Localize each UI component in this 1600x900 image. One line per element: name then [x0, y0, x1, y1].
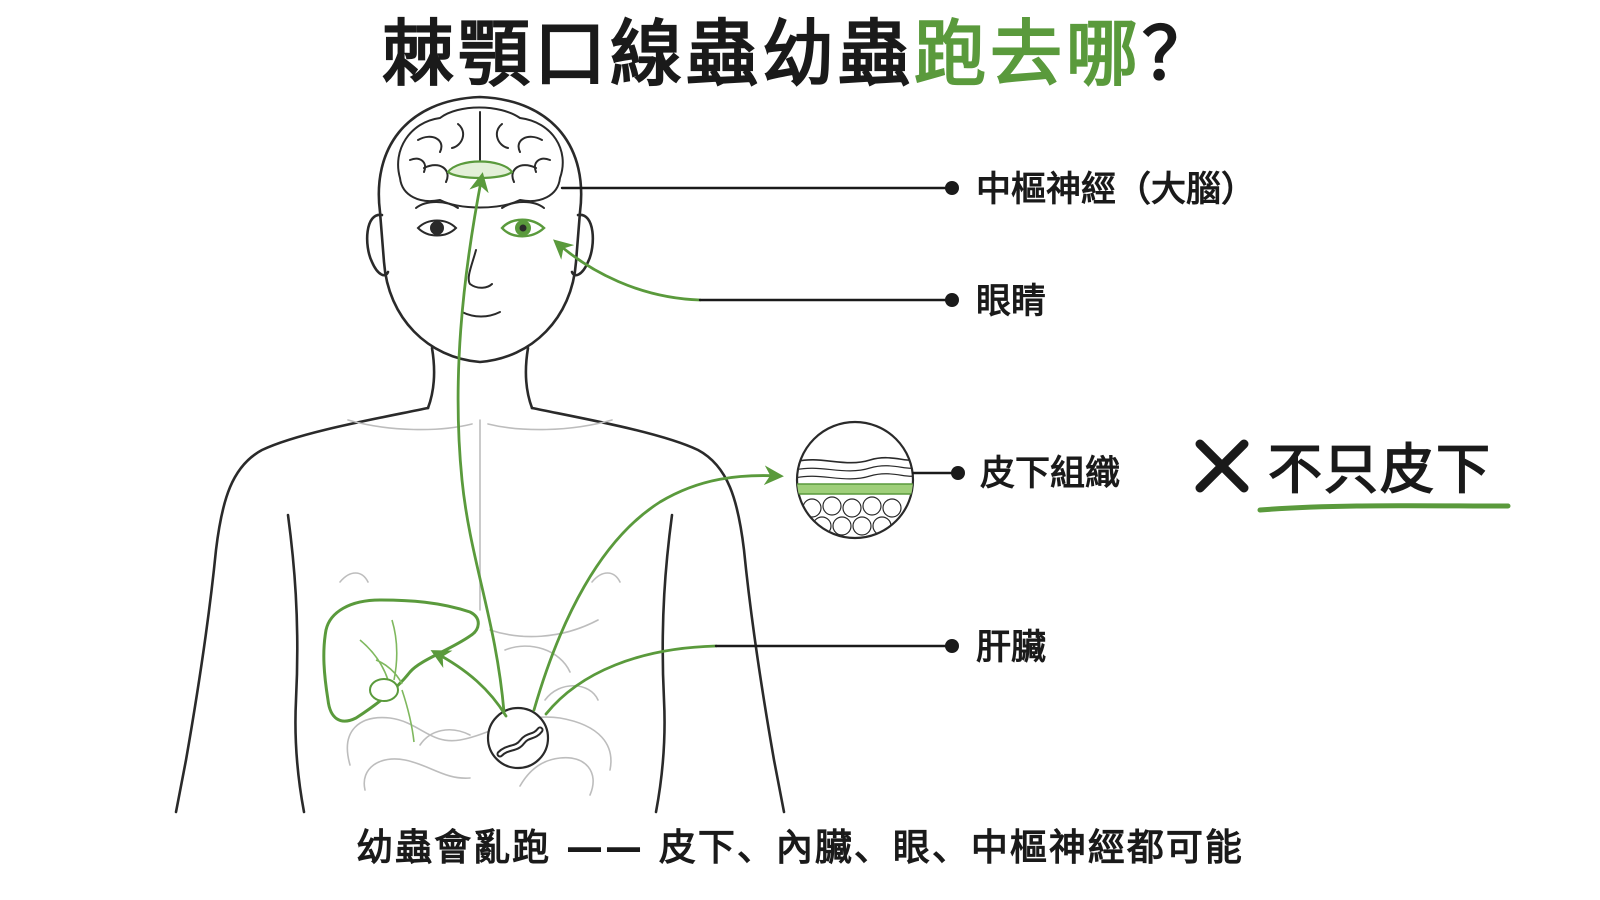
- neck-left: [426, 346, 436, 410]
- arrow-to-brain: [456, 172, 506, 714]
- neck-right: [524, 346, 534, 410]
- migration-arrows: [430, 172, 784, 718]
- title-suffix: ？: [1142, 12, 1219, 96]
- left-ear: [365, 213, 390, 277]
- arrow-to-eye: [553, 239, 702, 302]
- label-brain: 中樞神經（大腦）: [976, 170, 1257, 210]
- right-ear: [570, 213, 595, 277]
- head-outline: [377, 95, 583, 364]
- brain-icon: [397, 106, 564, 209]
- highlighted-eye-icon: [500, 218, 546, 238]
- arrow-to-liver: [430, 650, 508, 718]
- page-title: 棘顎口線蟲幼蟲跑去哪？: [0, 6, 1600, 102]
- title-accent: 跑去哪: [913, 12, 1142, 96]
- label-eye: 眼睛: [976, 282, 1047, 322]
- face: [415, 201, 545, 318]
- left-torso-side: [286, 513, 306, 814]
- cross-icon: [1195, 439, 1249, 493]
- title-prefix: 棘顎口線蟲幼蟲: [381, 12, 914, 96]
- bottom-caption: 幼蟲會亂跑 —— 皮下、內臟、眼、中樞神經都可能: [356, 826, 1244, 869]
- larva-origin: [486, 706, 550, 770]
- tissue-magnifier-icon: [795, 420, 915, 540]
- label-subcutaneous: 皮下組織: [980, 454, 1121, 494]
- note-not-only-subcutaneous: 不只皮下: [1268, 438, 1492, 501]
- left-eye: [416, 219, 458, 237]
- human-figure: [174, 95, 786, 814]
- right-torso-side: [654, 513, 674, 814]
- note-underline: [1257, 503, 1511, 513]
- leader-lines: [560, 181, 965, 653]
- arrow-to-skin: [532, 465, 784, 712]
- torso-outline: [174, 406, 430, 814]
- arrow-liver-line: [544, 644, 718, 716]
- brain-center-highlight: [446, 160, 514, 180]
- label-liver: 肝臟: [976, 628, 1047, 668]
